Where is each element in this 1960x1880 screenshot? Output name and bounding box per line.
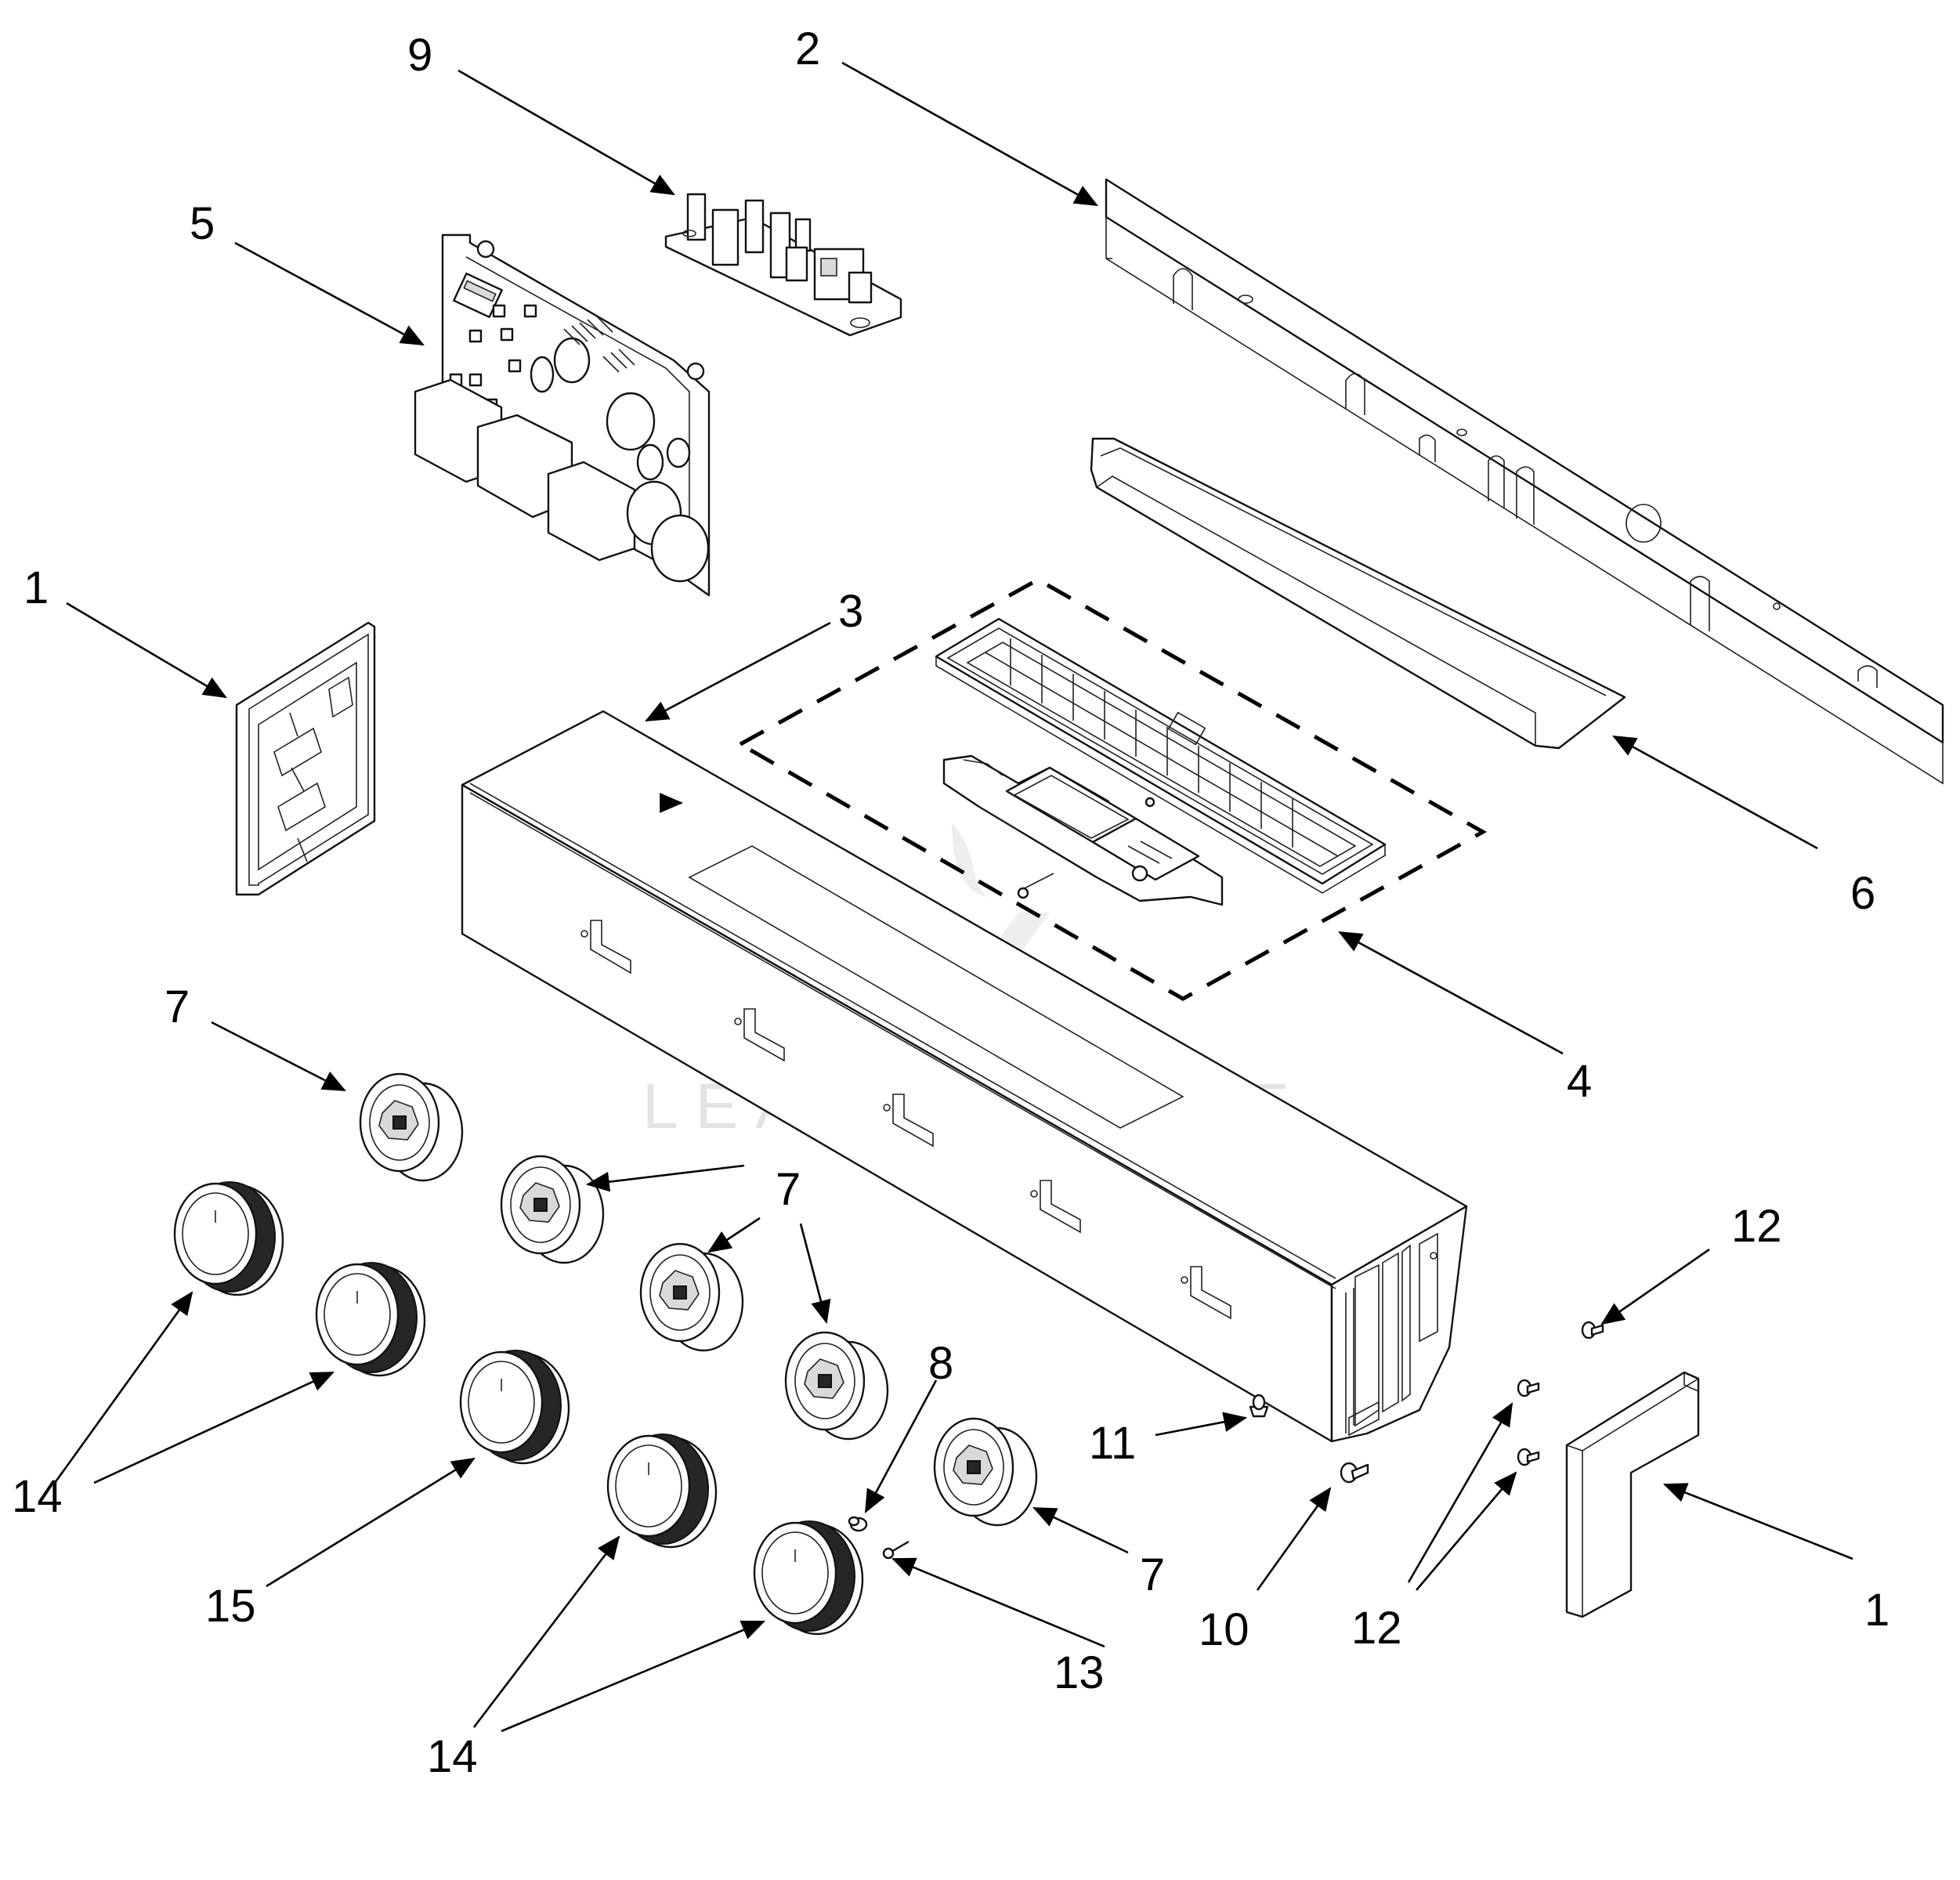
callout-12-top: 12: [1731, 1201, 1782, 1252]
callout-7-bottom: 7: [1140, 1549, 1165, 1600]
callout-4: 4: [1567, 1056, 1592, 1107]
part-10-screw: [1340, 1462, 1369, 1484]
callout-8: 8: [928, 1338, 953, 1389]
part-7-knob-a: [359, 1072, 464, 1182]
callout-6: 6: [1850, 868, 1875, 919]
part-4-display-assembly: [736, 577, 1488, 1001]
callout-15: 15: [205, 1581, 256, 1632]
callout-labels: 1 1 2 3 4 5 6 7 7 7 8 9 10 11 12 12 13 1…: [12, 24, 1889, 1782]
part-12-screw-b: [1517, 1379, 1540, 1397]
part-15-ring: [459, 1350, 570, 1465]
part-6-cover: [1090, 437, 1626, 750]
callout-7-mid: 7: [776, 1164, 801, 1215]
callout-1-left: 1: [24, 562, 49, 613]
callout-5: 5: [190, 198, 215, 249]
part-7-knob-e: [933, 1417, 1038, 1527]
part-2-rear-bracket: [1105, 178, 1944, 785]
callout-12-bottom: 12: [1351, 1603, 1402, 1654]
part-14-ring-a: [173, 1181, 284, 1296]
callout-14-bottom: 14: [427, 1731, 478, 1782]
part-7-knob-b: [500, 1155, 605, 1264]
part-8-screw: [848, 1516, 868, 1532]
callout-3: 3: [838, 586, 863, 637]
part-1-left-end-cap: [235, 621, 376, 896]
leader-lines: [53, 61, 1853, 1733]
part-12-screw-c: [1517, 1448, 1540, 1466]
part-1-right-end-cap: [1565, 1371, 1700, 1618]
part-14-ring-d: [753, 1520, 864, 1636]
callout-7-top: 7: [165, 982, 190, 1032]
part-14-ring-c: [606, 1434, 718, 1549]
part-7-knob-c: [639, 1242, 744, 1352]
part-14-ring-b: [315, 1262, 426, 1377]
callout-10: 10: [1199, 1604, 1249, 1655]
part-3-console-housing: [461, 710, 1468, 1443]
callout-14-left: 14: [12, 1471, 63, 1522]
callout-2: 2: [795, 24, 820, 74]
part-5-control-board: [414, 233, 711, 597]
callout-1-right: 1: [1864, 1585, 1889, 1636]
part-9-relay-bracket: [664, 193, 902, 337]
callout-13: 13: [1054, 1647, 1105, 1698]
callout-9: 9: [407, 30, 432, 81]
part-11-clip: [1249, 1394, 1269, 1418]
display-segments: [966, 638, 1357, 867]
part-12-screw-a: [1581, 1321, 1604, 1340]
part-7-knob-d: [784, 1331, 889, 1441]
part-13-pin: [882, 1540, 909, 1560]
callout-11: 11: [1089, 1418, 1136, 1469]
